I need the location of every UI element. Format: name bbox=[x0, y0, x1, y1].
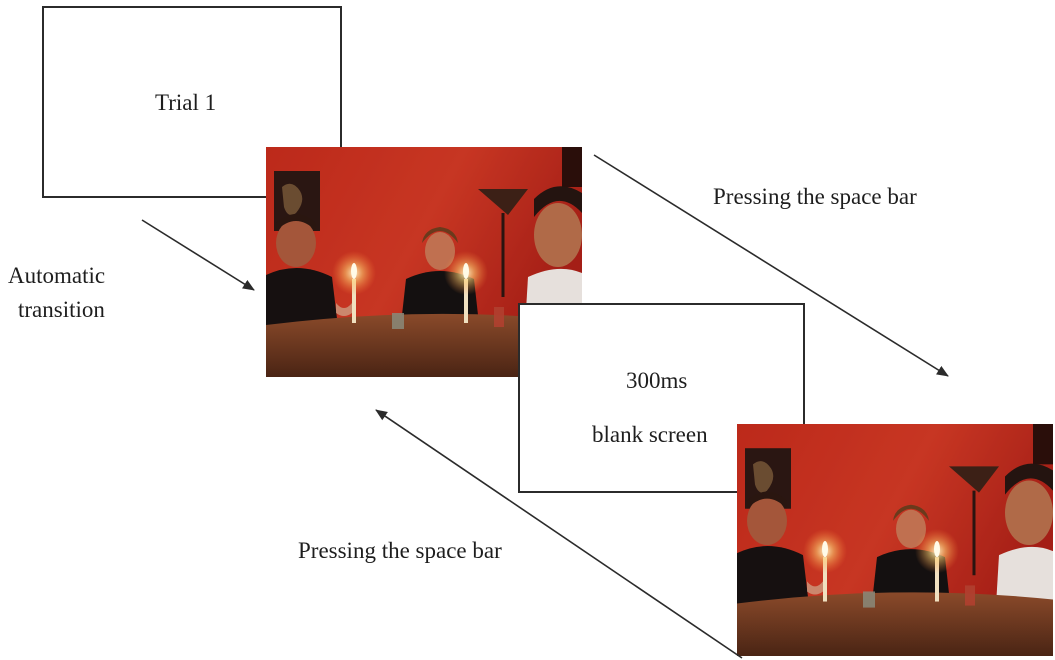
dinner-scene-image-2 bbox=[737, 424, 1053, 656]
space-bar-label-bottom: Pressing the space bar bbox=[298, 538, 502, 563]
trial-1-label: Trial 1 bbox=[155, 90, 217, 115]
blank-duration-label: 300ms bbox=[626, 368, 688, 393]
automatic-transition-label-line2: transition bbox=[18, 297, 105, 322]
blank-screen-label: blank screen bbox=[592, 422, 708, 447]
automatic-transition-label-line1: Automatic bbox=[8, 263, 106, 288]
automatic-transition-arrow bbox=[141, 219, 255, 291]
space-bar-label-top: Pressing the space bar bbox=[713, 184, 917, 209]
